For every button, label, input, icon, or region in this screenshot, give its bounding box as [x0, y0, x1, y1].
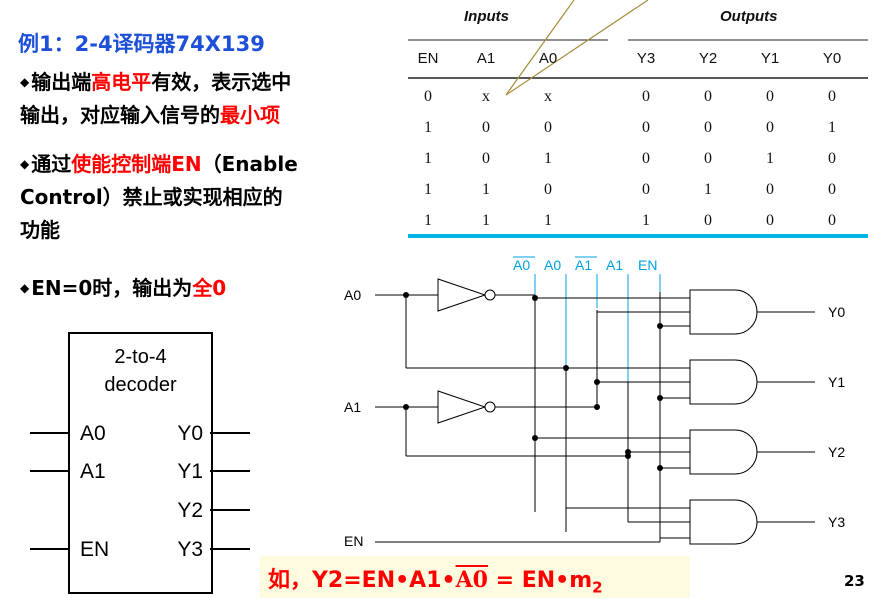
- outputs-group-header: Outputs: [720, 8, 778, 25]
- truth-table-cell: x: [544, 88, 552, 105]
- circuit-output-label: Y1: [828, 374, 845, 390]
- truth-table-cell: 0: [642, 119, 650, 136]
- truth-table-cell: 1: [424, 181, 432, 198]
- bullet-2-text: 通过: [31, 152, 72, 176]
- truth-table-rules: [408, 0, 868, 238]
- block-pin-y2: Y2: [177, 499, 203, 522]
- truth-table-cell: 0: [482, 119, 490, 136]
- circuit-output-label: Y2: [828, 444, 845, 460]
- truth-table-cell: 0: [642, 150, 650, 167]
- truth-table-cell: 0: [766, 212, 774, 229]
- truth-table-col-y1: Y1: [760, 50, 780, 67]
- bullet-3-text: EN=0时，输出为: [31, 276, 193, 300]
- block-pin-y1: Y1: [177, 460, 203, 483]
- truth-table-cell: 0: [482, 150, 490, 167]
- circuit-input-label: A1: [344, 399, 361, 415]
- block-pin-en: EN: [80, 538, 110, 561]
- bullet-2-text-end: （Enable: [201, 152, 298, 176]
- bullet-2: ◆通过使能控制端EN（Enable Control）禁止或实现相应的 功能: [20, 148, 298, 247]
- truth-table-cell: 0: [704, 150, 712, 167]
- bus-label: A0: [544, 257, 561, 273]
- truth-table-cell: 1: [482, 181, 490, 198]
- diamond-bullet-icon: ◆: [20, 157, 30, 171]
- truth-table-cell: 0: [766, 88, 774, 105]
- truth-table-cell: 1: [424, 150, 432, 167]
- block-pin-y0: Y0: [177, 422, 203, 445]
- truth-table-cell: 1: [704, 181, 712, 198]
- bullet-1-text-end: 有效，表示选中: [151, 70, 292, 94]
- bullet-1: ◆输出端高电平有效，表示选中 输出，对应输入信号的最小项: [20, 66, 291, 132]
- bullet-2-highlight: 使能控制端EN: [71, 152, 202, 176]
- truth-table-cell: 1: [544, 212, 552, 229]
- truth-table-cell: 1: [828, 119, 836, 136]
- circuit-output-label: Y3: [828, 514, 845, 530]
- circuit-input-label: A0: [344, 287, 361, 303]
- formula-middle: = EN•m: [487, 568, 593, 593]
- truth-table-cell: 0: [828, 88, 836, 105]
- truth-table-col-a0: A0: [538, 50, 558, 67]
- inputs-group-header: Inputs: [464, 8, 509, 25]
- formula-box: 如，Y2=EN•A1•A0 = EN•m2: [260, 556, 690, 598]
- truth-table-col-en: EN: [417, 50, 439, 67]
- truth-table-cell: 1: [766, 150, 774, 167]
- bullet-2-line2: Control）禁止或实现相应的: [20, 185, 283, 209]
- truth-table-cell: x: [482, 88, 490, 105]
- truth-table-cell: 1: [544, 150, 552, 167]
- bus-label: A0: [513, 257, 530, 273]
- bullet-1-text: 输出端: [31, 70, 92, 94]
- page-number: 23: [844, 572, 865, 590]
- formula-overbar-term: A0: [455, 567, 488, 593]
- formula-subscript: 2: [592, 578, 603, 597]
- block-pin-a1: A1: [80, 460, 106, 483]
- truth-table-cell: 0: [704, 88, 712, 105]
- truth-table-col-a1: A1: [476, 50, 496, 67]
- block-pin-y3: Y3: [177, 538, 203, 561]
- bus-label: A1: [606, 257, 623, 273]
- truth-table-cell: 0: [704, 119, 712, 136]
- truth-table-cell: 0: [828, 212, 836, 229]
- truth-table-cell: 0: [544, 181, 552, 198]
- bullet-3: ◆EN=0时，输出为全0: [20, 272, 226, 305]
- decoder-block-symbol: 2-to-4 decoder A0 A1 EN Y0 Y1 Y2 Y3: [68, 332, 213, 594]
- truth-table-col-y3: Y3: [636, 50, 656, 67]
- bullet-1-highlight: 高电平: [91, 70, 152, 94]
- truth-table-cell: 1: [642, 212, 650, 229]
- block-caption-line1: 2-to-4: [114, 346, 167, 368]
- truth-table-cell: 1: [482, 212, 490, 229]
- truth-table-cell: 0: [704, 212, 712, 229]
- bullet-3-highlight: 全0: [192, 276, 227, 300]
- truth-table: Inputs Outputs EN A1 A0 Y3 Y2 Y1 Y0 0 x x 0 0 0 0 1 0 0…: [408, 0, 868, 238]
- bus-label: A1: [575, 257, 592, 273]
- diamond-bullet-icon: ◆: [20, 281, 30, 295]
- bullet-2-line3: 功能: [20, 218, 60, 242]
- formula-text: 如，Y2=EN•A1•A0 = EN•m2: [268, 562, 603, 596]
- truth-table-cell: 0: [766, 119, 774, 136]
- truth-table-cell: 0: [544, 119, 552, 136]
- truth-table-cell: 0: [424, 88, 432, 105]
- bus-label: EN: [638, 257, 657, 273]
- truth-table-cell: 0: [828, 181, 836, 198]
- bullet-1-line2-highlight: 最小项: [220, 103, 280, 127]
- truth-table-cell: 1: [424, 212, 432, 229]
- slide-title: 例1：2-4译码器74X139: [18, 32, 265, 56]
- truth-table-cell: 0: [642, 88, 650, 105]
- diamond-bullet-icon: ◆: [20, 75, 30, 89]
- bullet-1-line2: 输出，对应输入信号的: [20, 103, 220, 127]
- circuit-output-label: Y0: [828, 304, 845, 320]
- truth-table-col-y2: Y2: [698, 50, 718, 67]
- formula-prefix: 如，Y2=EN•A1•: [268, 568, 456, 593]
- truth-table-col-y0: Y0: [822, 50, 842, 67]
- truth-table-cell: 0: [766, 181, 774, 198]
- block-pin-lines: [30, 432, 250, 550]
- truth-table-cell: 0: [642, 181, 650, 198]
- truth-table-cell: 0: [828, 150, 836, 167]
- block-caption-line2: decoder: [104, 374, 177, 396]
- truth-table-cell: 1: [424, 119, 432, 136]
- circuit-input-label: EN: [344, 533, 363, 549]
- block-pin-a0: A0: [80, 422, 106, 445]
